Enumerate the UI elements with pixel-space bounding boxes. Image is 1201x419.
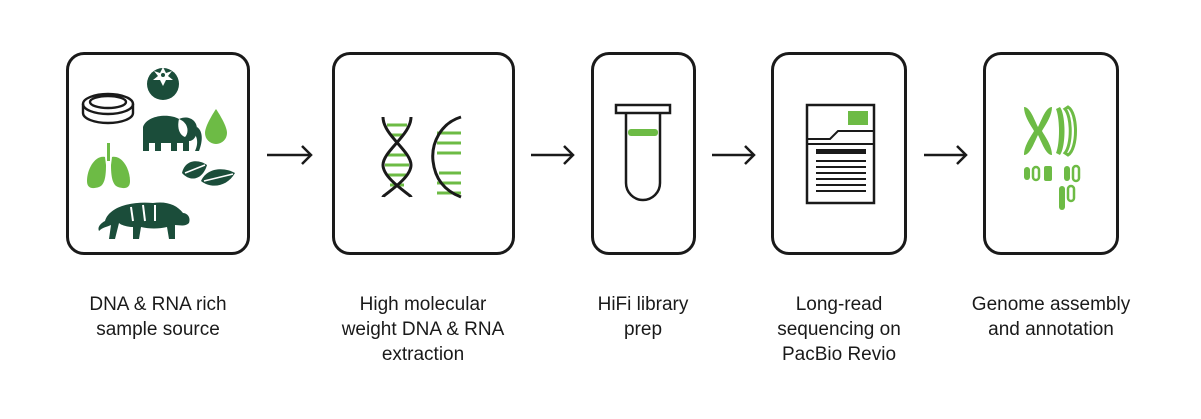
step-1-label: DNA & RNA rich sample source	[89, 294, 227, 340]
arrow-4	[924, 145, 968, 165]
step-2-box	[332, 52, 515, 255]
rna-strand-icon	[431, 115, 462, 199]
arrow-3	[712, 145, 756, 165]
petri-dish-icon	[81, 92, 135, 125]
arrow-2	[531, 145, 575, 165]
step-5-label: Genome assembly and annotation	[971, 294, 1131, 340]
step-2-label: High molecular weight DNA & RNA extracti…	[341, 294, 505, 365]
step-4-box	[771, 52, 907, 255]
sequencer-icon	[805, 103, 876, 205]
elephant-icon	[143, 115, 202, 151]
step-3-label: HiFi library prep	[597, 294, 689, 340]
dna-helix-icon	[381, 116, 413, 199]
step-1-box	[66, 52, 250, 255]
step-4-label: Long-read sequencing on PacBio Revio	[777, 294, 901, 365]
leaves-icon	[182, 161, 235, 186]
arrow-1	[267, 145, 313, 165]
tiger-icon	[98, 202, 190, 239]
test-tube-icon	[614, 103, 672, 202]
lungs-icon	[87, 143, 130, 189]
step-5-box	[983, 52, 1119, 255]
chromosomes-icon	[1024, 105, 1081, 210]
step-3-box	[591, 52, 696, 255]
droplet-icon	[205, 109, 227, 144]
tomato-icon	[147, 67, 179, 100]
